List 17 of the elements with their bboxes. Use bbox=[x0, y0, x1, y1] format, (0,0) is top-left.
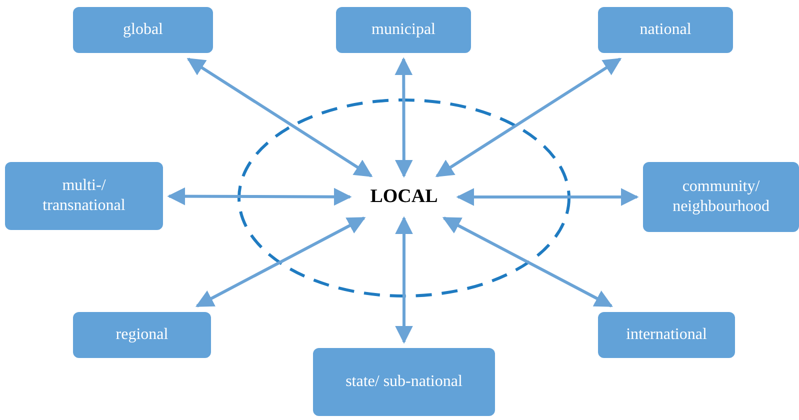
double-arrow bbox=[167, 187, 352, 206]
level-box: regional bbox=[73, 312, 211, 358]
level-box: national bbox=[598, 7, 733, 53]
center-label: LOCAL bbox=[358, 184, 450, 210]
double-arrow bbox=[195, 216, 366, 308]
level-box: global bbox=[73, 7, 213, 53]
double-arrow bbox=[394, 57, 413, 178]
double-arrow bbox=[435, 58, 622, 178]
level-box: international bbox=[598, 312, 735, 358]
double-arrow bbox=[456, 188, 639, 206]
level-box: community/ neighbourhood bbox=[643, 162, 799, 232]
double-arrow bbox=[442, 216, 613, 308]
level-box: municipal bbox=[336, 7, 471, 53]
double-arrow bbox=[395, 216, 413, 344]
double-arrow bbox=[186, 58, 373, 178]
level-box: state/ sub-national bbox=[313, 348, 495, 416]
level-box: multi-/ transnational bbox=[5, 162, 163, 230]
